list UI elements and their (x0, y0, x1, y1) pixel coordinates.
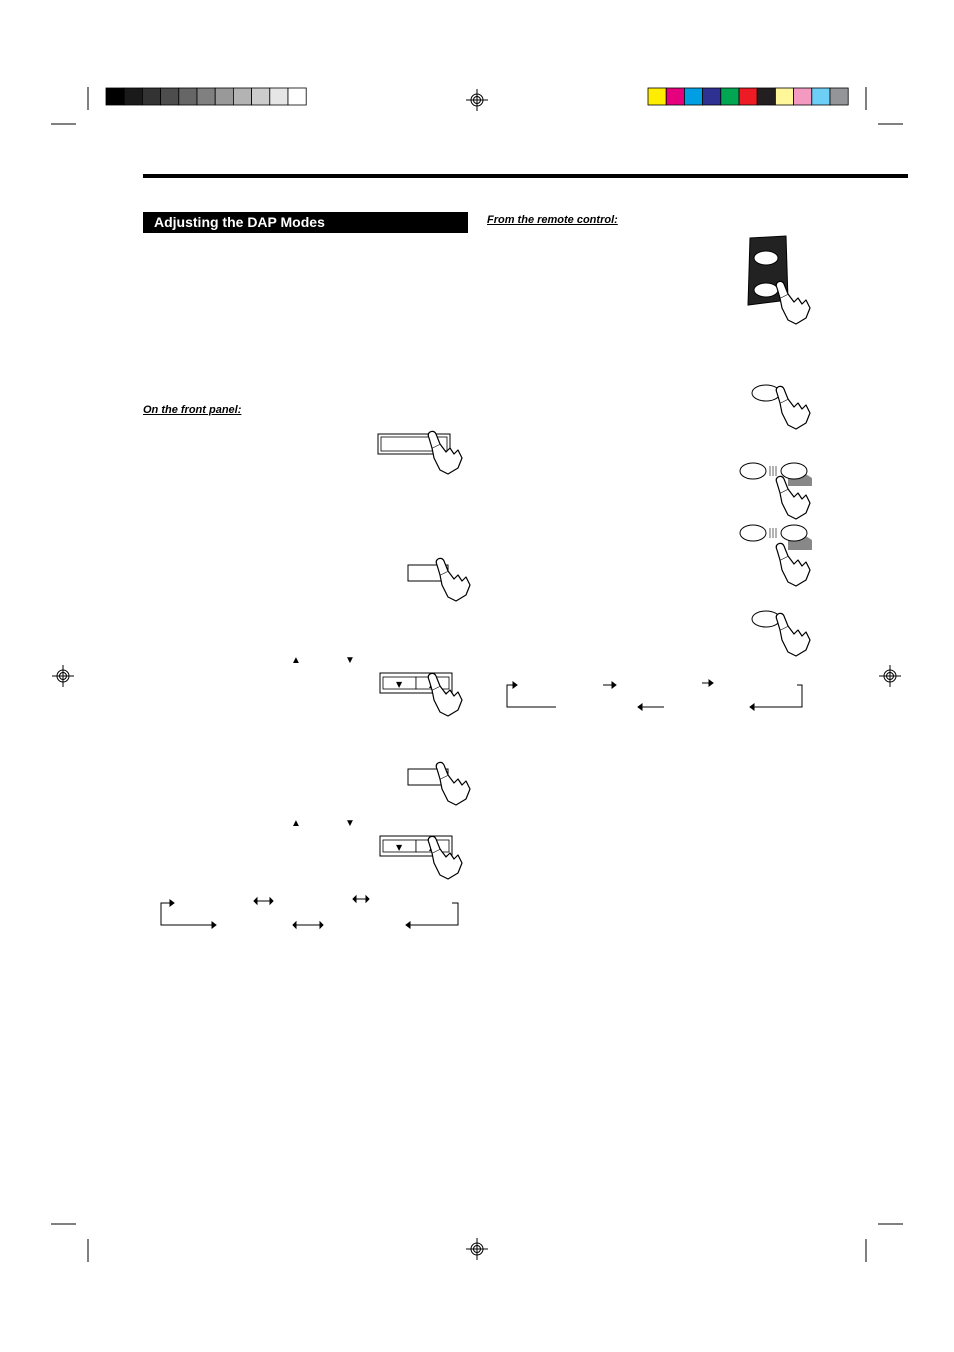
color-swatch (684, 87, 704, 106)
header-rule (143, 174, 908, 178)
remote-button-illustration-1 (751, 384, 811, 430)
up-arrow-glyph-1: ▲ (291, 655, 301, 666)
crop-marks (51, 87, 903, 1262)
registration-target-icon-right (878, 664, 902, 688)
grayscale-swatch (160, 87, 180, 106)
svg-text:▼: ▼ (396, 680, 403, 689)
grayscale-swatch (251, 87, 271, 106)
registration-target-icon-left (51, 664, 75, 688)
front-panel-wide-button-illustration (377, 430, 463, 475)
registration-target-icon-top (465, 88, 489, 112)
remote-cycle-diagram (506, 679, 803, 711)
down-arrow-glyph-2: ▼ (345, 818, 355, 829)
grayscale-swatch (232, 87, 252, 106)
grayscale-swatch (196, 87, 216, 106)
grayscale-swatch (123, 87, 143, 106)
front-panel-updown-illustration-2: ▼ ▲ (379, 835, 463, 880)
color-swatch (811, 87, 831, 106)
color-swatch (702, 87, 722, 106)
grayscale-swatch (214, 87, 234, 106)
grayscale-swatch (141, 87, 161, 106)
remote-control-label: From the remote control: (487, 214, 618, 226)
color-swatch (647, 87, 667, 106)
up-arrow-glyph-2: ▲ (291, 818, 301, 829)
grayscale-swatch (287, 87, 307, 106)
remote-button-illustration-2 (751, 610, 811, 657)
color-swatch (665, 87, 685, 106)
grayscale-swatch (178, 87, 198, 106)
grayscale-swatch (269, 87, 289, 106)
section-title: Adjusting the DAP Modes (143, 212, 468, 233)
color-bar (647, 87, 849, 106)
front-panel-button-illustration-2 (407, 761, 471, 806)
down-arrow-glyph-1: ▼ (345, 655, 355, 666)
remote-double-button-illustration-1 (739, 462, 812, 520)
color-swatch (793, 87, 813, 106)
svg-text:▼: ▼ (396, 843, 403, 852)
color-swatch (756, 87, 776, 106)
color-swatch (829, 87, 849, 106)
color-swatch (775, 87, 795, 106)
color-swatch (738, 87, 758, 106)
registration-target-icon-bottom (465, 1237, 489, 1261)
grayscale-swatch (105, 87, 125, 106)
front-panel-updown-illustration-1: ▼ ▲ (379, 672, 463, 717)
remote-control-icon (747, 235, 811, 325)
front-panel-label: On the front panel: (143, 404, 242, 416)
color-swatch (720, 87, 740, 106)
front-panel-cycle-diagram (160, 894, 459, 930)
grayscale-bar (105, 87, 307, 106)
front-panel-button-illustration-1 (407, 557, 471, 602)
remote-double-button-illustration-2 (739, 524, 812, 587)
